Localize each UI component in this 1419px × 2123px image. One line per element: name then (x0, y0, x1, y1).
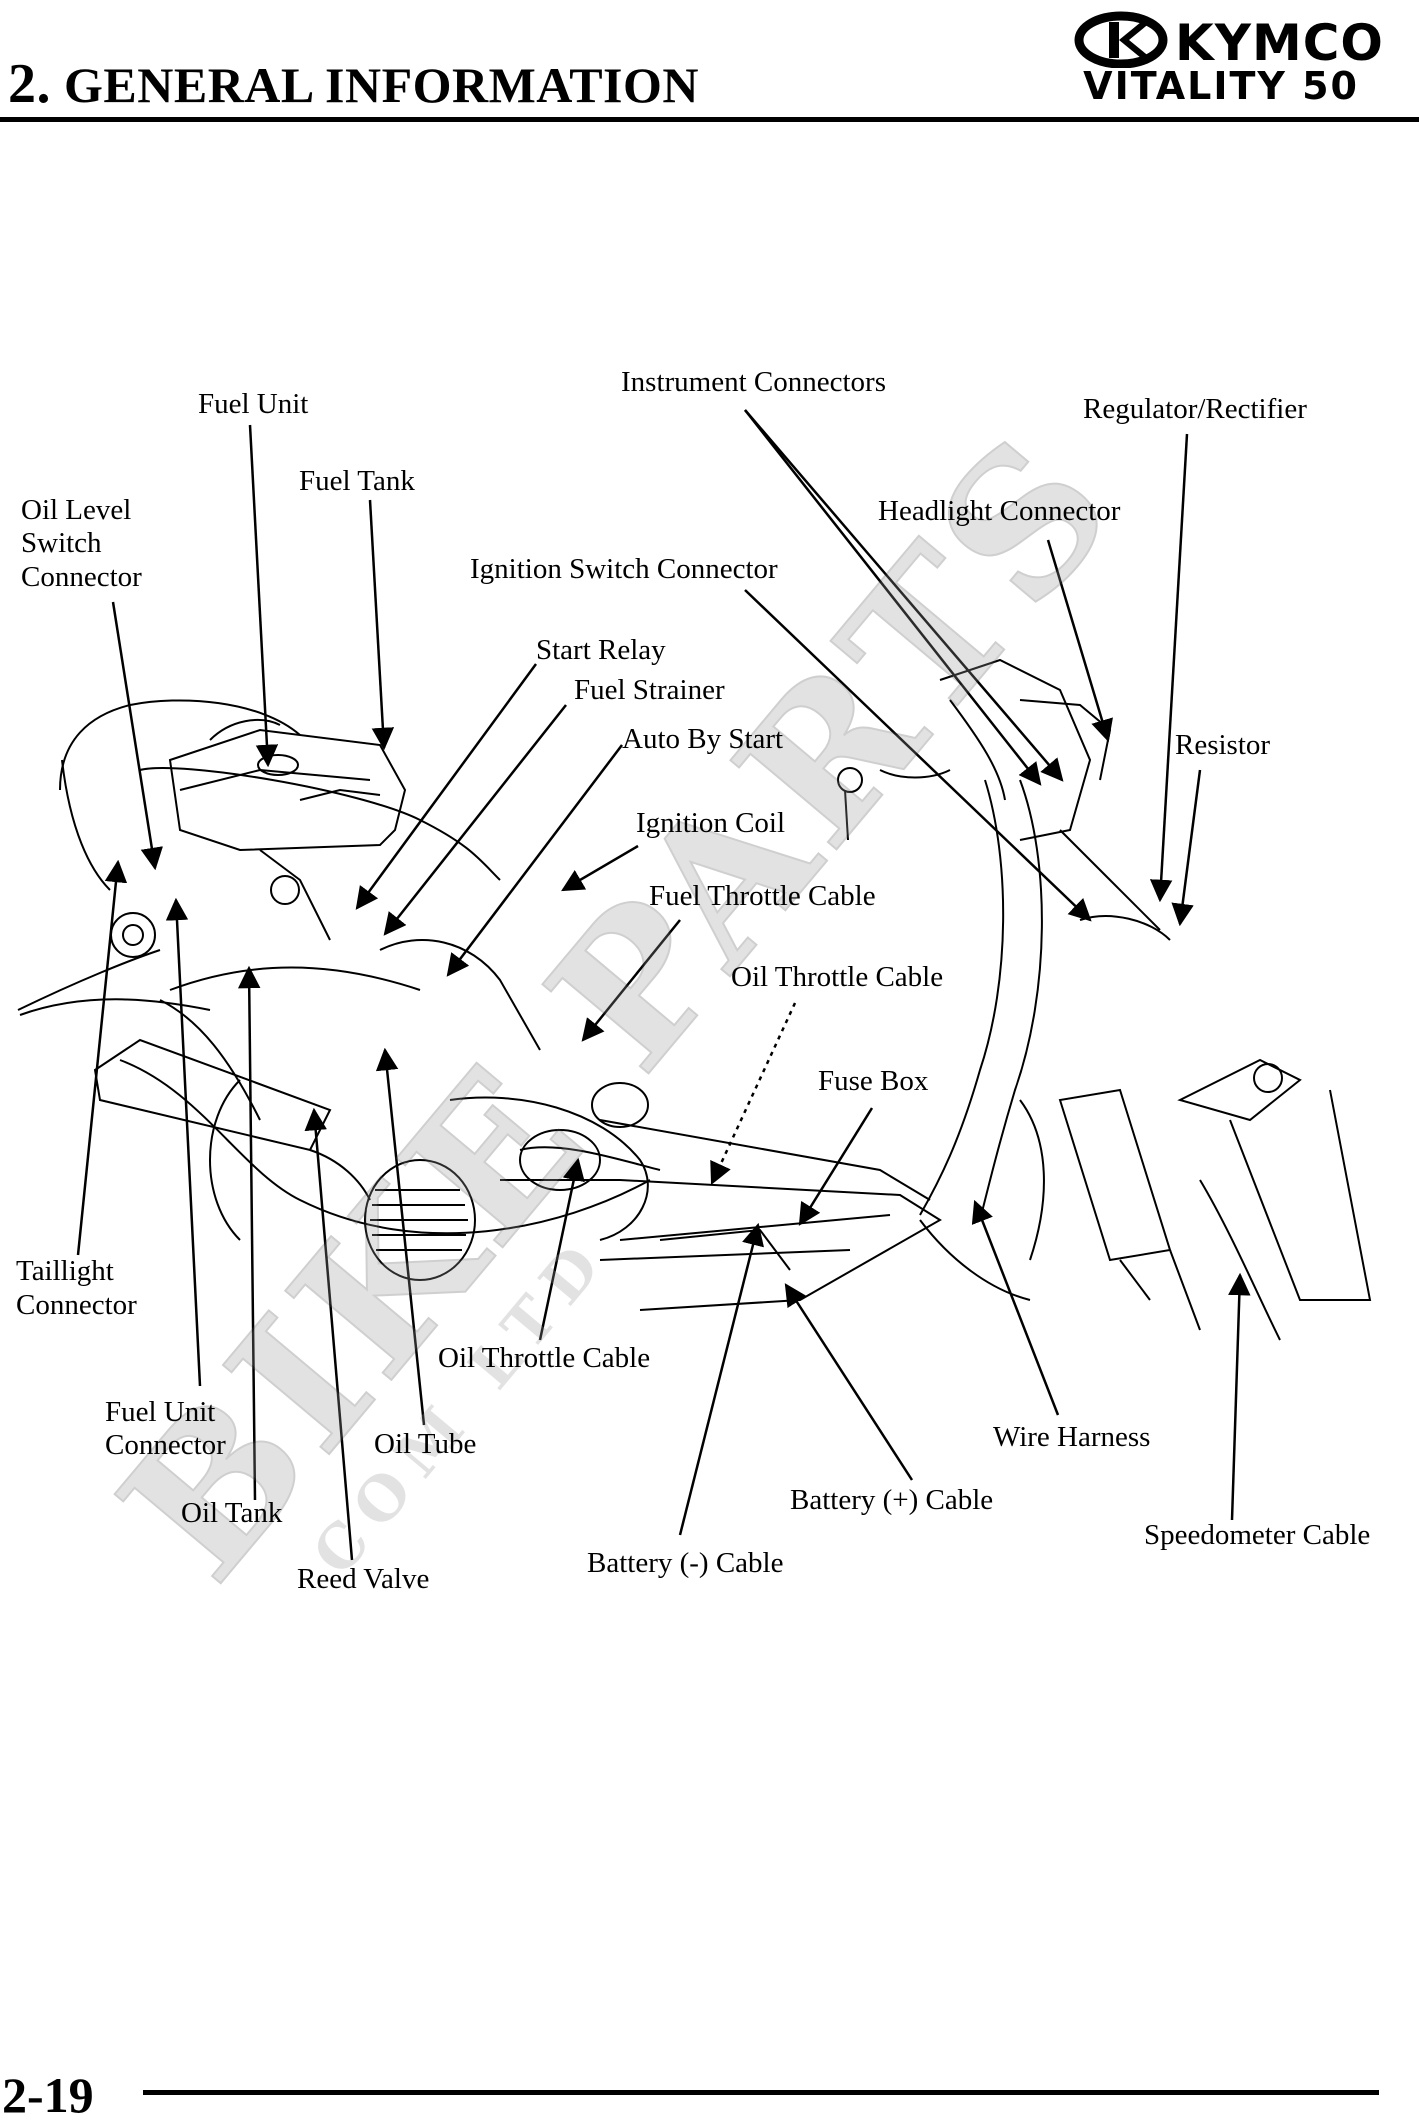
kymco-logo: KYMCO (1074, 11, 1384, 68)
label-regulator-rectifier: Regulator/Rectifier (1083, 393, 1307, 425)
leader-fuel-unit (248, 424, 279, 768)
leader-oil-tube (375, 1047, 426, 1426)
label-start-relay: Start Relay (536, 634, 666, 666)
leader-speedometer (1228, 1272, 1251, 1521)
label-oil-throttle-cable-lower: Oil Throttle Cable (438, 1342, 651, 1374)
leader-oil-throttle-upper (710, 1002, 797, 1186)
label-oil-level-switch-1: Oil Level (21, 494, 132, 526)
leader-start-relay (355, 663, 538, 910)
section-number: 2. (8, 53, 51, 115)
page-number: 2-19 (2, 2067, 94, 2123)
leader-instrument-1 (744, 409, 1042, 786)
leader-headlight (1046, 539, 1113, 743)
section-heading: 2. GENERAL INFORMATION (8, 52, 699, 116)
label-oil-throttle-cable-upper: Oil Throttle Cable (731, 961, 944, 993)
leader-wire-harness (971, 1199, 1060, 1416)
leader-ignition-switch (744, 589, 1092, 922)
brand-block: KYMCO VITALITY 50 (1071, 6, 1411, 108)
leader-fuel-throttle (581, 919, 681, 1042)
leader-instrument-2 (744, 409, 1064, 782)
label-fuel-unit-connector-1: Fuel Unit (105, 1396, 216, 1428)
leader-reed-valve (304, 1107, 354, 1561)
brand-name-text: KYMCO (1175, 14, 1384, 68)
label-fuel-tank: Fuel Tank (299, 465, 415, 497)
section-title: GENERAL INFORMATION (64, 57, 700, 113)
label-auto-by-start: Auto By Start (622, 723, 784, 755)
label-oil-tank: Oil Tank (181, 1497, 283, 1529)
leader-resistor (1171, 769, 1202, 927)
leader-regulator (1149, 433, 1189, 903)
label-wire-harness: Wire Harness (993, 1421, 1151, 1453)
label-fuel-unit-connector-2: Connector (105, 1429, 226, 1461)
leader-oil-level-switch (111, 601, 163, 871)
header-rule (0, 117, 1419, 122)
leader-fuel-unit-connector (165, 897, 202, 1387)
label-ignition-switch-connector: Ignition Switch Connector (470, 553, 778, 585)
label-oil-tube: Oil Tube (374, 1428, 477, 1460)
label-oil-level-switch-3: Connector (21, 561, 142, 593)
label-taillight-connector-1: Taillight (16, 1255, 114, 1287)
leader-ignition-coil (561, 844, 639, 892)
leader-taillight (76, 859, 128, 1256)
footer-rule (143, 2090, 1379, 2095)
leader-oil-tank (237, 965, 261, 1501)
label-fuse-box: Fuse Box (818, 1065, 929, 1097)
leader-lines (76, 409, 1251, 1561)
leader-battery-positive (784, 1283, 914, 1481)
label-fuel-unit: Fuel Unit (198, 388, 309, 420)
label-ignition-coil: Ignition Coil (636, 807, 786, 839)
label-instrument-connectors: Instrument Connectors (621, 366, 886, 398)
model-name: VITALITY 50 (1083, 64, 1359, 108)
label-speedometer-cable: Speedometer Cable (1144, 1519, 1371, 1551)
label-reed-valve: Reed Valve (297, 1563, 430, 1595)
label-taillight-connector-2: Connector (16, 1289, 137, 1321)
leader-fuse-box (798, 1107, 874, 1226)
label-fuel-throttle-cable: Fuel Throttle Cable (649, 880, 876, 912)
leader-oil-throttle-lower (538, 1157, 585, 1341)
label-headlight-connector: Headlight Connector (878, 495, 1121, 527)
leader-battery-negative (678, 1222, 764, 1536)
label-battery-positive-cable: Battery (+) Cable (790, 1484, 994, 1516)
leader-fuel-tank (368, 499, 395, 751)
label-fuel-strainer: Fuel Strainer (574, 674, 725, 706)
label-battery-negative-cable: Battery (-) Cable (587, 1547, 784, 1579)
leader-fuel-strainer (383, 704, 567, 936)
scooter-sketch (17, 658, 1372, 1341)
leader-auto-by-start (446, 744, 623, 977)
label-oil-level-switch-2: Switch (21, 527, 102, 559)
label-resistor: Resistor (1175, 729, 1271, 761)
